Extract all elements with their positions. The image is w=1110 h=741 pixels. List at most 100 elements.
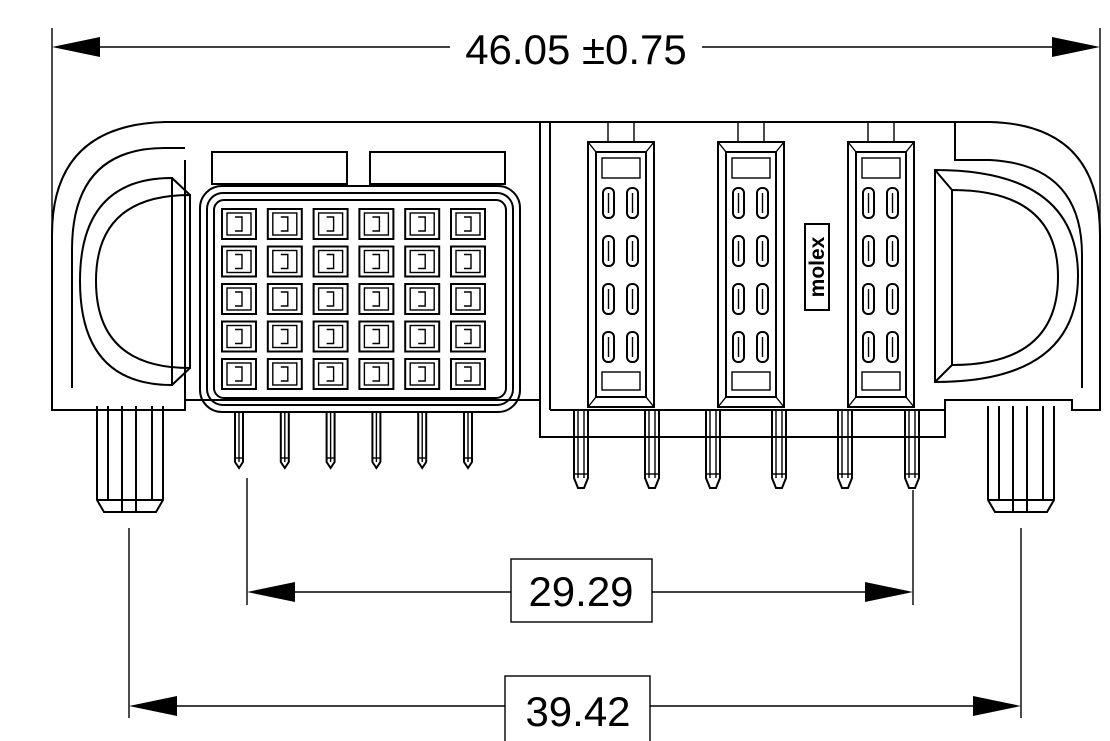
contact-cell [358,245,395,278]
brand-logo-text: molex [806,236,829,297]
arrow-right [865,582,913,602]
contact-cell [221,358,257,390]
arrow-left [129,696,177,716]
power-module [847,122,915,408]
latch-tab-right [369,151,506,185]
power-slot [886,187,899,219]
post-span-label: 39.42 [525,688,630,735]
signal-pin [279,412,290,470]
power-slot [886,331,899,363]
power-pin [837,410,853,489]
latch-tab-left [211,151,348,185]
power-modules [587,122,915,408]
power-slot [862,187,875,219]
contact-cell [221,208,257,240]
contact-grid [221,208,486,390]
contact-cell [312,283,349,315]
contact-cell [358,283,395,315]
power-slot [602,283,615,315]
left-guide-ear [71,147,191,400]
power-slot [732,283,745,315]
contact-cell [221,245,257,278]
power-slot [602,187,615,219]
contact-cell [450,208,486,240]
post-span-box [504,675,651,741]
contact-cell [358,208,395,240]
power-slot [862,283,875,315]
power-pin [644,410,660,489]
power-pins [573,410,920,489]
contact-cell [404,245,441,278]
contact-cell [266,283,303,315]
signal-pins [234,412,473,470]
power-slot [626,235,639,267]
contact-cell [312,208,349,240]
pin-span-dimension: 29.29 [246,478,914,623]
contact-cell [266,320,303,353]
power-slot [732,187,745,219]
power-slot [732,235,745,267]
contact-cell [221,283,257,315]
power-slot [886,235,899,267]
contact-cell [450,245,486,278]
contact-cell [404,320,441,353]
contact-cell [266,245,303,278]
power-slot [626,283,639,315]
contact-cell [266,358,303,390]
arrow-right [1052,37,1100,57]
power-module [717,122,785,408]
signal-pin [234,412,244,470]
housing-outline [51,121,1101,438]
power-slot [756,331,769,363]
contact-cell [450,320,486,353]
power-slot [862,331,875,363]
power-pin [705,410,721,489]
signal-block-mid [206,192,514,406]
molex-logo: molex [804,223,830,311]
signal-block-inner [213,199,507,399]
post-span-dimension: 39.42 [128,528,1022,741]
mounting-post-left [96,406,164,513]
contact-cell [358,320,395,353]
power-pin [904,410,920,489]
power-slot [602,235,615,267]
contact-cell [404,283,441,315]
power-slot [626,331,639,363]
signal-block-outer [199,185,521,413]
power-slot [756,187,769,219]
contact-cell [450,283,486,315]
power-slot [886,283,899,315]
power-pin [573,410,589,489]
right-guide-ear [934,122,1083,388]
power-pin [771,410,787,489]
contact-cell [404,208,441,240]
contact-cell [266,208,303,240]
power-slot [862,235,875,267]
contact-cell [312,358,349,390]
power-module [587,122,655,408]
contact-cell [358,358,395,390]
mounting-post-right [987,406,1055,513]
power-slot [732,331,745,363]
signal-pin [371,412,382,470]
pin-span-label: 29.29 [528,568,633,615]
power-slot [602,331,615,363]
signal-pin [417,412,428,470]
contact-cell [312,245,349,278]
signal-pin [463,412,473,470]
overall-width-label: 46.05 ±0.75 [465,26,687,73]
contact-cell [404,358,441,390]
power-slot [756,283,769,315]
power-slot [626,187,639,219]
contact-cell [221,320,257,353]
signal-pin [325,412,336,470]
arrow-right [973,696,1021,716]
contact-cell [312,320,349,353]
contact-cell [450,358,486,390]
overall-width-dimension: 46.05 ±0.75 [51,26,1101,410]
arrow-left [247,582,295,602]
pin-span-box [510,558,653,623]
connector-body: molex [51,121,1101,513]
power-slot [756,235,769,267]
